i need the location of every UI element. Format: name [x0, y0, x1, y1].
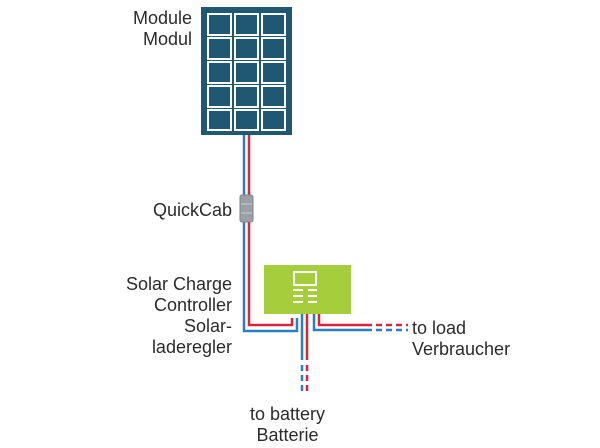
module-label-de: Modul — [142, 29, 192, 49]
charge-controller — [264, 265, 351, 314]
battery-label-de: Batterie — [256, 425, 319, 445]
module-label-en: Module — [132, 8, 192, 28]
solar-module — [201, 7, 292, 135]
controller-label-line2: Controller — [153, 295, 232, 315]
load-cables — [312, 314, 408, 332]
module-label: Module Modul — [133, 8, 192, 50]
controller-label-line1: Solar Charge — [125, 274, 232, 294]
load-label: to load Verbraucher — [412, 318, 510, 360]
quickcab-connector — [239, 194, 254, 223]
solar-cells — [207, 13, 286, 131]
battery-cables — [300, 314, 309, 395]
controller-label-line4: laderegler — [151, 337, 232, 357]
charge-controller-body — [264, 265, 351, 314]
battery-label: to battery Batterie — [250, 404, 325, 446]
module-cables — [242, 135, 299, 333]
controller-label-line3: Solar- — [183, 316, 232, 336]
controller-label: Solar Charge Controller Solar- laderegle… — [126, 274, 232, 358]
load-label-en: to load — [412, 318, 467, 338]
battery-label-en: to battery — [250, 404, 326, 424]
load-label-de: Verbraucher — [412, 339, 511, 359]
controller-display-icon — [293, 271, 317, 286]
quickcab-label: QuickCab — [152, 200, 232, 220]
